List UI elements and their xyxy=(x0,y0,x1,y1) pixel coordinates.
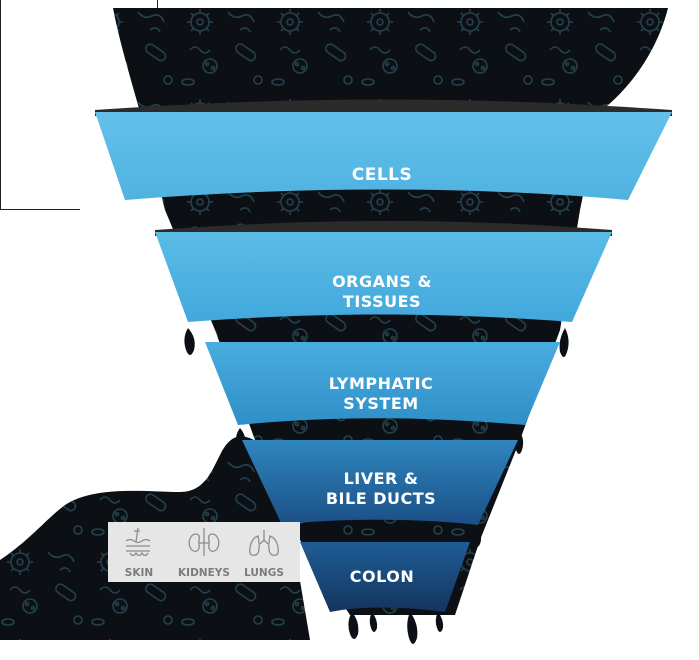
band-colon xyxy=(300,542,470,612)
band-label-lymphatic-2: SYSTEM xyxy=(343,394,418,413)
exit-label-skin: SKIN xyxy=(125,567,153,579)
skin-icon xyxy=(125,527,151,557)
band-label-colon-1: COLON xyxy=(350,567,414,586)
band-label-liver-1: LIVER & xyxy=(344,469,419,488)
exit-label-kidneys: KIDNEYS xyxy=(178,567,230,579)
frame-line-top-tick xyxy=(157,0,158,12)
band-labels: CELLS ORGANS & TISSUES LYMPHATIC SYSTEM … xyxy=(326,165,436,586)
band-label-lymphatic-1: LYMPHATIC xyxy=(329,374,434,393)
frame-line-horizontal xyxy=(0,209,80,210)
frame-line-vertical xyxy=(0,0,1,210)
band-label-organs-2: TISSUES xyxy=(343,292,421,311)
band-cells xyxy=(95,99,672,200)
band-organs xyxy=(155,221,612,322)
band-liver xyxy=(242,440,518,525)
lungs-icon xyxy=(249,530,279,556)
exit-label-lungs: LUNGS xyxy=(244,567,284,579)
band-label-liver-2: BILE DUCTS xyxy=(326,489,436,508)
band-lymphatic xyxy=(205,342,560,425)
band-label-cells-1: CELLS xyxy=(352,165,413,185)
exit-organs-panel: SKIN KIDNEYS LUNGS xyxy=(108,522,300,582)
band-label-organs-1: ORGANS & xyxy=(332,272,432,291)
kidneys-icon xyxy=(188,528,220,556)
